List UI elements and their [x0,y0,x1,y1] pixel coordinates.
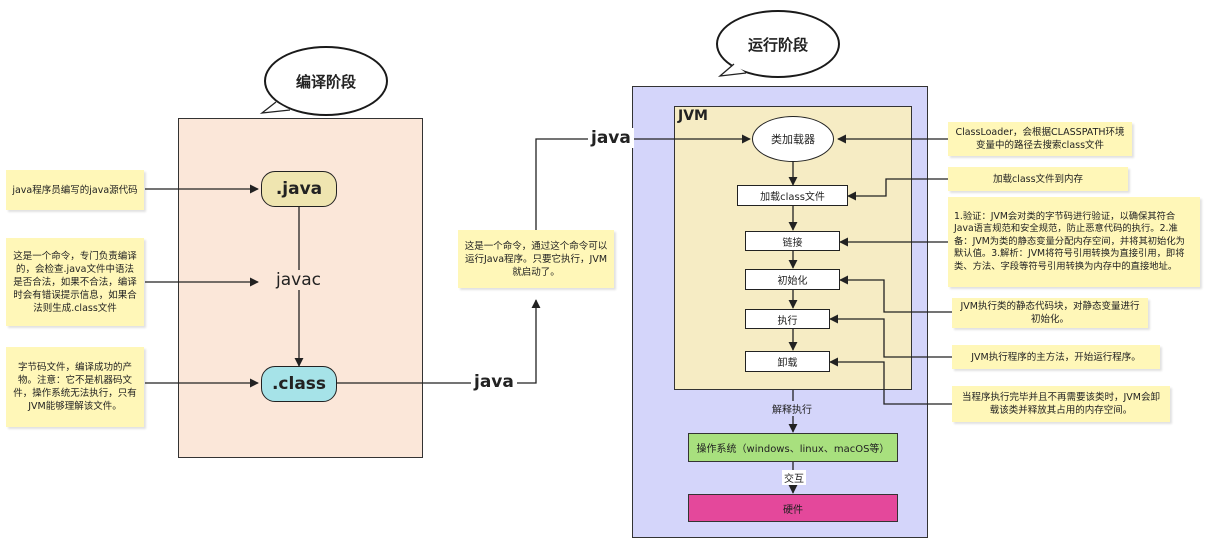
compile-stage-title: 编译阶段 [295,72,356,91]
note-java-source: java程序员编写的java源代码 [6,170,144,210]
run-stage-title: 运行阶段 [747,35,808,54]
step-load-class: 加载class文件 [737,185,848,206]
java-source-node: .java [261,171,337,207]
os-box: 操作系统（windows、linux、macOS等） [688,433,898,462]
jvm-label: JVM [678,108,708,124]
java-source-label: .java [275,179,323,199]
step-initialize: 初始化 [745,269,840,290]
note-unload: 当程序执行完毕并且不再需要该类时，JVM会卸载该类并释放其占用的内存空间。 [952,386,1170,422]
note-class-file: 字节码文件，编译成功的产物。注意：它不是机器码文件，操作系统无法执行，只有JVM… [6,347,144,427]
note-load-class: 加载class文件到内存 [948,167,1128,191]
javac-label: javac [274,270,323,290]
java-command-label-bottom: java [471,372,517,392]
note-link: 1.验证：JVM会对类的字节码进行验证，以确保其符合Java语言规范和安全规范，… [948,197,1200,287]
interpret-label: 解释执行 [770,401,814,416]
hardware-box: 硬件 [688,494,898,522]
classloader-node: 类加载器 [752,116,834,162]
note-classloader: ClassLoader，会根据CLASSPATH环境变量中的路径去搜索class… [948,122,1132,156]
step-link: 链接 [745,231,840,251]
note-initialize: JVM执行类的静态代码块，对静态变量进行初始化。 [952,298,1148,328]
step-unload: 卸载 [745,351,830,372]
note-execute: JVM执行程序的主方法，开始运行程序。 [952,345,1160,369]
class-file-node: .class [261,366,337,402]
step-execute: 执行 [745,309,830,329]
class-file-label: .class [271,374,327,394]
interact-label: 交互 [782,470,806,485]
java-command-label-top: java [588,128,634,148]
note-java-command: 这是一个命令，通过这个命令可以运行Java程序。只要它执行，JVM就启动了。 [458,230,614,288]
note-javac: 这是一个命令，专门负责编译的，会检查.java文件中语法是否合法，如果不合法，编… [6,238,144,326]
compile-stage-bubble: 编译阶段 [264,46,388,116]
